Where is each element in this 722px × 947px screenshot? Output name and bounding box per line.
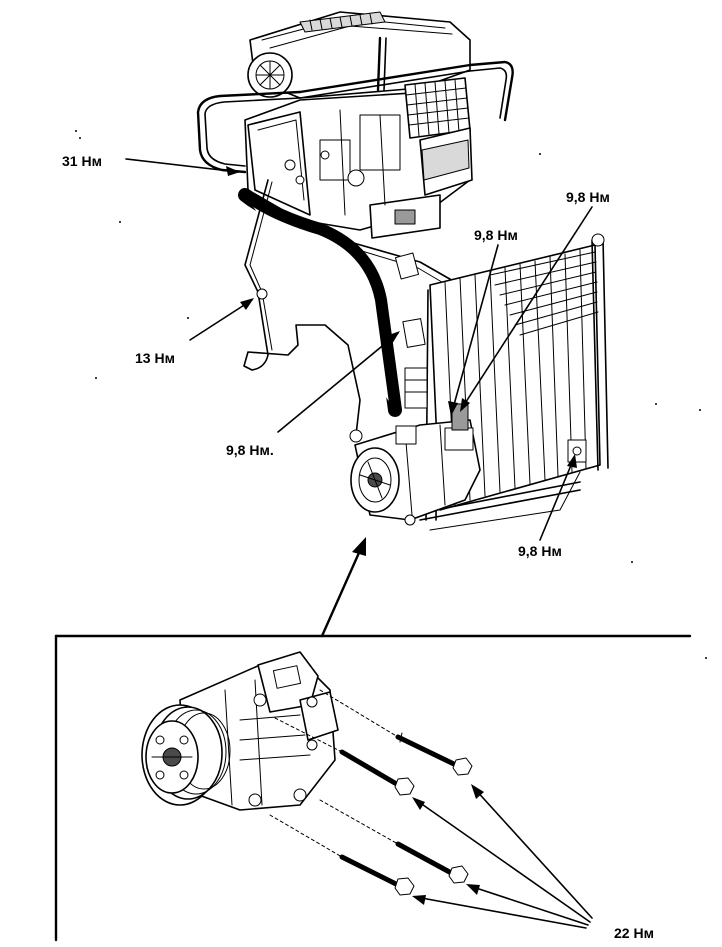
compressor-detail <box>141 651 339 811</box>
label-31nm: 31 Нм <box>62 153 102 169</box>
leader-lines-22nm <box>412 784 593 929</box>
bolt-3 <box>395 841 469 884</box>
mounting-bolts <box>269 689 473 896</box>
label-98nm-bottom-right: 9,8 Нм <box>518 543 562 559</box>
bolt-1 <box>395 732 473 776</box>
compressor-installed <box>349 403 481 526</box>
bolt-2 <box>339 749 415 796</box>
heater-evaporator-unit <box>196 11 514 239</box>
leader-lines-top <box>125 158 593 541</box>
torque-labels: 31 Нм 13 Нм 9,8 Нм. 9,8 Нм 9,8 Нм 9,8 Нм… <box>62 153 654 941</box>
bolt-4 <box>339 854 415 896</box>
detail-connector-arrow <box>320 537 366 638</box>
detail-box <box>54 634 692 942</box>
label-98nm-mid: 9,8 Нм. <box>226 442 274 458</box>
label-13nm: 13 Нм <box>135 350 175 366</box>
label-22nm: 22 Нм <box>614 925 654 941</box>
label-98nm-top-center: 9,8 Нм <box>474 227 518 243</box>
label-98nm-top-right: 9,8 Нм <box>566 189 610 205</box>
scan-specks <box>75 130 707 659</box>
